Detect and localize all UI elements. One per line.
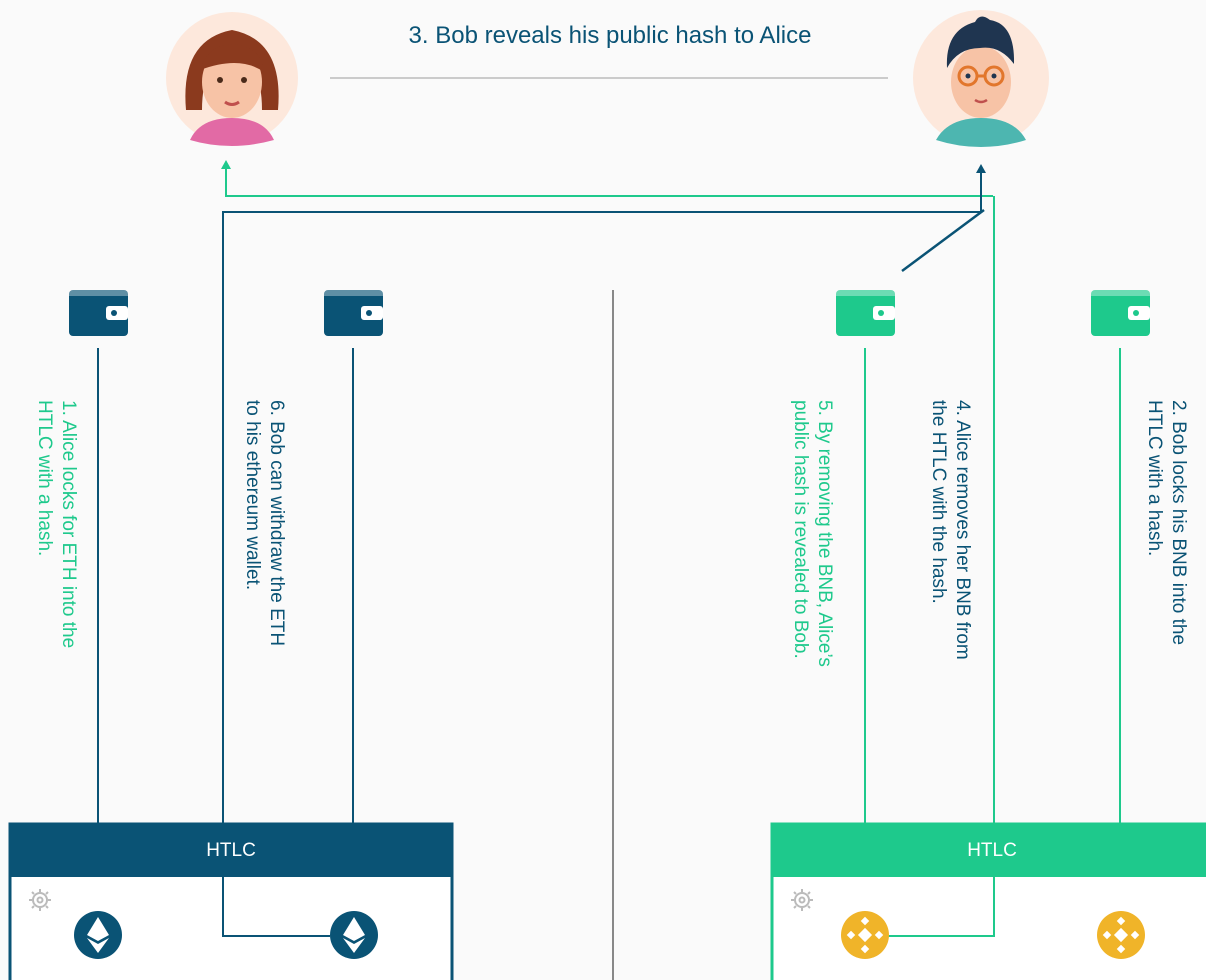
step-6-line-2: to his ethereum wallet.: [242, 400, 263, 591]
htlc-header-left: [10, 824, 452, 877]
step-5-line-2: public hash is revealed to Bob.: [790, 400, 811, 659]
htlc-inner-link-left: [222, 877, 330, 937]
step-5-label: 5. By removing the BNB, Alice’s public h…: [788, 400, 836, 667]
htlc-label-left: HTLC: [206, 840, 256, 861]
step-4-line-2: the HTLC with the hash.: [928, 400, 949, 604]
step-1-line-1: 1. Alice locks for ETH into the: [58, 400, 79, 649]
step-1-label: 1. Alice locks for ETH into the HTLC wit…: [32, 400, 80, 648]
step-4-line-1: 4. Alice removes her BNB from: [952, 400, 973, 660]
step-5-line-1: 5. By removing the BNB, Alice’s: [814, 400, 835, 667]
step-4-label: 4. Alice removes her BNB from the HTLC w…: [926, 400, 974, 660]
alice-avatar: [166, 12, 298, 146]
ethereum-icon: [330, 911, 378, 959]
htlc-label-right: HTLC: [967, 840, 1017, 861]
arrow-to-bob: [976, 164, 986, 173]
gear-icon: [791, 889, 813, 911]
step-6-line-1: 6. Bob can withdraw the ETH: [266, 400, 287, 647]
wallet-icon: [69, 290, 128, 336]
wallet-icon: [836, 290, 895, 336]
binance-coin-icon: [1097, 911, 1145, 959]
wallet-icon: [324, 290, 383, 336]
step-1-line-2: HTLC with a hash.: [34, 400, 55, 557]
wallet-icon: [1091, 290, 1150, 336]
bob-diagonal-link: [901, 208, 985, 273]
ethereum-icon: [74, 911, 122, 959]
arrow-to-alice: [221, 160, 231, 169]
step-2-line-2: HTLC with a hash.: [1144, 400, 1165, 557]
diagram-title: 3. Bob reveals his public hash to Alice: [408, 22, 812, 49]
htlc-inner-link-right: [888, 877, 995, 937]
reveal-path-to-alice: [225, 165, 993, 197]
bob-avatar: [913, 10, 1049, 147]
step-2-label: 2. Bob locks his BNB into the HTLC with …: [1142, 400, 1190, 645]
binance-coin-icon: [841, 911, 889, 959]
withdraw-path-to-bob: [222, 170, 982, 825]
gear-icon: [29, 889, 51, 911]
htlc-header-right: [772, 824, 1206, 877]
step-6-label: 6. Bob can withdraw the ETH to his ether…: [240, 400, 288, 646]
step-2-line-1: 2. Bob locks his BNB into the: [1168, 400, 1189, 646]
